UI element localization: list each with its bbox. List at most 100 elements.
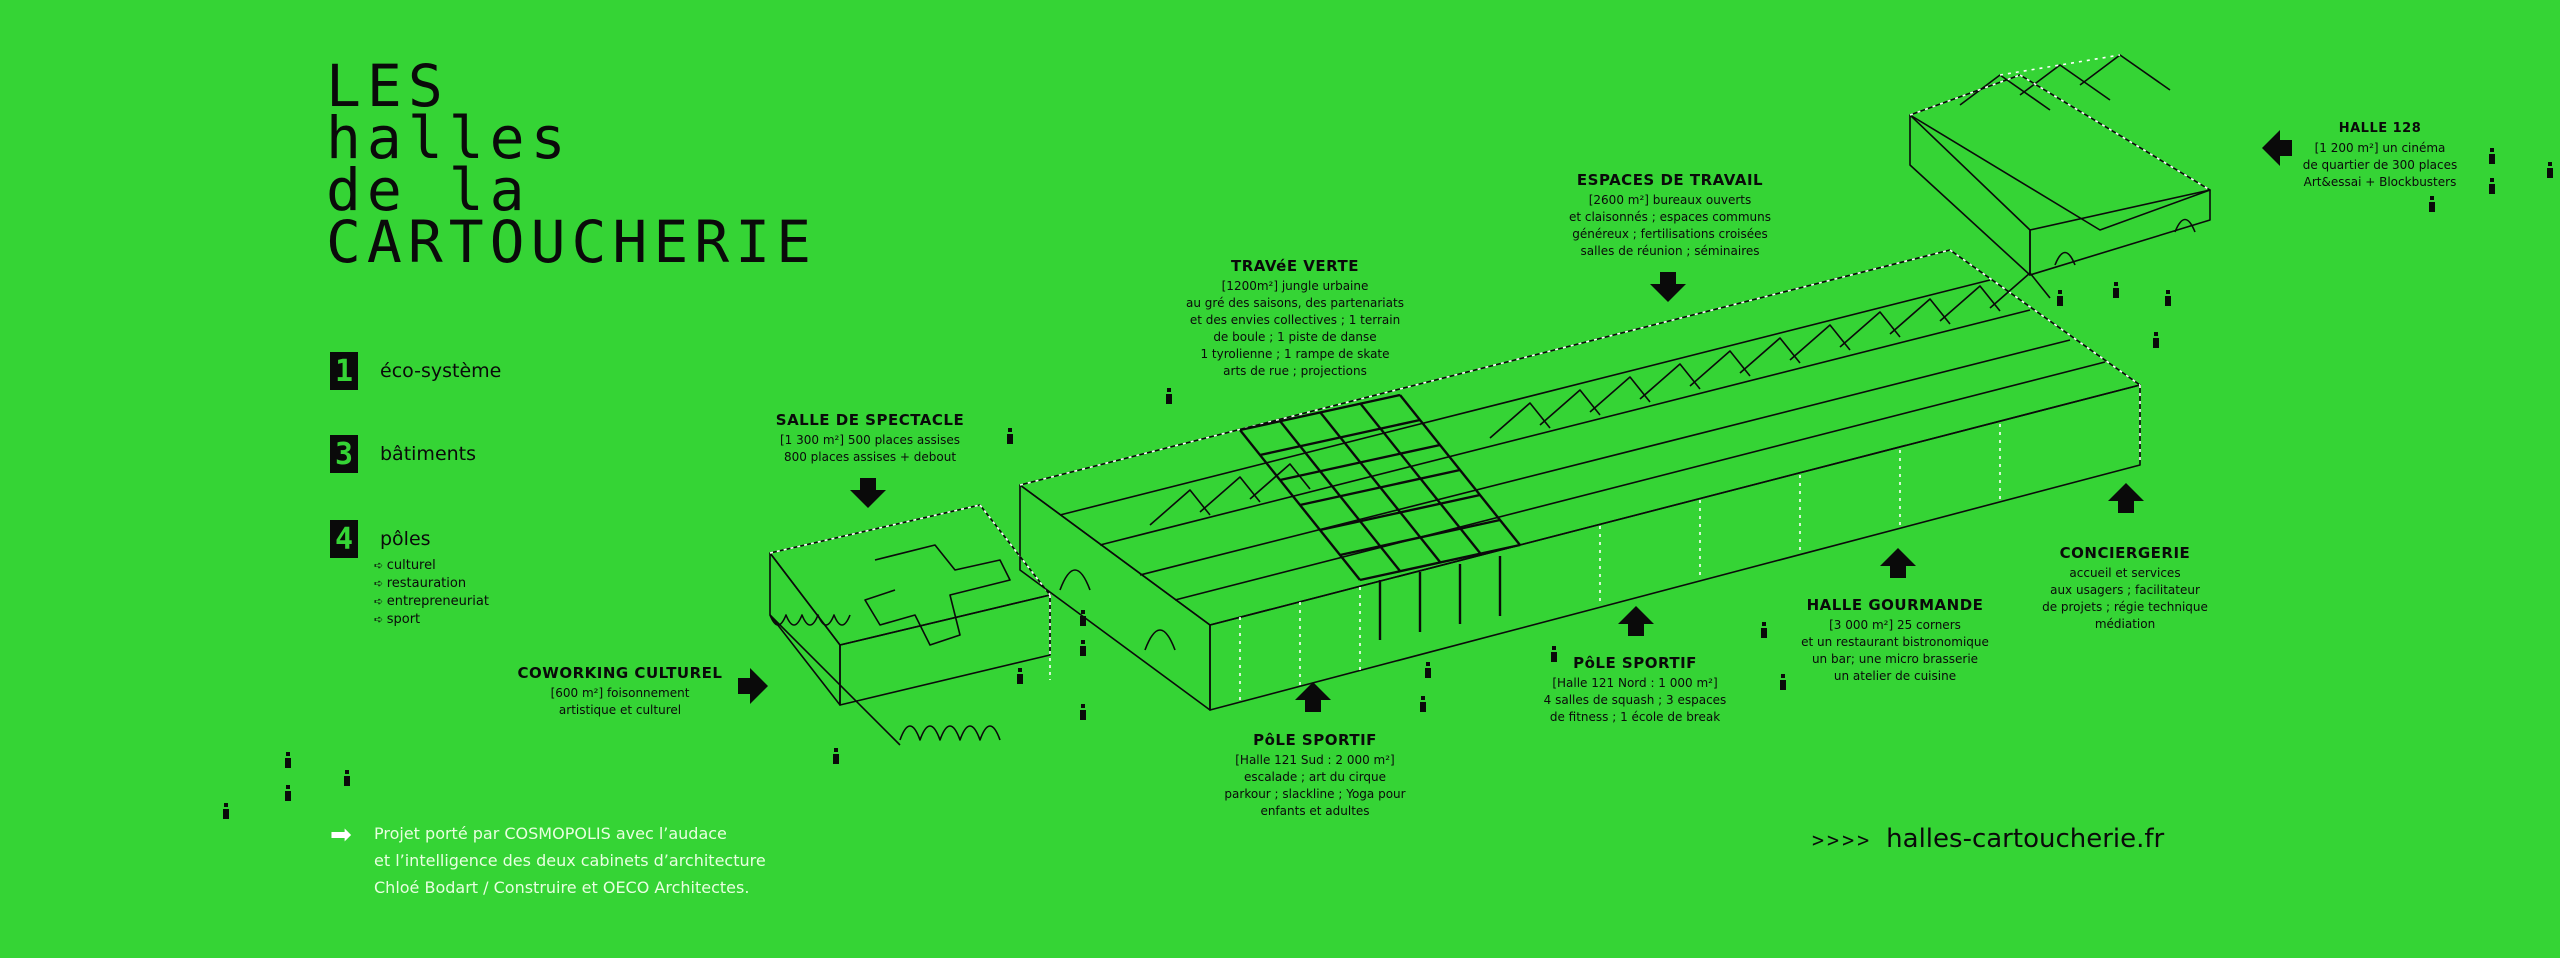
person-icon [2489,178,2495,194]
credits-line: Projet porté par COSMOPOLIS avec l’audac… [374,824,727,843]
label-text: escalade ; art du cirque [1243,770,1387,784]
stat-ecosysteme: 1 éco-système [330,352,501,390]
stat-batiments: 3 bâtiments [330,435,476,473]
person-icon [833,748,839,764]
label-text: Art&essai + Blockbusters [2303,175,2457,189]
arrow-right-icon: ➡ [330,820,352,850]
label-text: [1200m²] jungle urbaine [1221,279,1369,293]
stat-number: 1 [330,352,358,390]
label-text: arts de rue ; projections [1223,364,1367,378]
building-main-hall [1019,249,2141,711]
travee-verte-structure [1239,393,1521,640]
label-heading: HALLE 128 [2338,121,2422,136]
label-text: [3 000 m²] 25 corners [1829,618,1961,632]
person-icon [1780,674,1786,690]
poles-list: culturel restauration entrepreneuriat sp… [374,557,489,629]
person-icon [1425,662,1431,678]
person-icon [2153,332,2159,348]
list-item: sport [374,611,489,629]
label-text: enfants et adultes [1260,804,1370,818]
person-icon [1551,646,1557,662]
label-text: de quartier de 300 places [2302,158,2458,172]
label-espaces-travail: ESPACES DE TRAVAIL [2600 m²] bureaux ouv… [1535,172,1805,260]
label-travee-verte: TRAVéE VERTE [1200m²] jungle urbaine au … [1160,258,1430,380]
arrow-down-icon [850,478,886,508]
person-icon [1420,696,1426,712]
credits-line: et l’intelligence des deux cabinets d’ar… [374,851,766,870]
credits-line: Chloé Bodart / Construire et OECO Archit… [374,878,750,897]
person-icon [2547,162,2553,178]
person-icon [1080,610,1086,626]
person-icon [2165,290,2171,306]
person-icon [285,785,291,801]
person-icon [1007,428,1013,444]
stat-label: éco-système [380,360,502,382]
website-url[interactable]: halles-cartoucherie.fr [1886,824,2165,854]
label-heading: SALLE DE SPECTACLE [775,411,965,429]
website-link[interactable]: >>>> halles-cartoucherie.fr [1812,824,2164,854]
label-text: et un restaurant bistronomique [1801,635,1989,649]
arrow-right-icon [738,668,768,704]
label-salle-spectacle: SALLE DE SPECTACLE [1 300 m²] 500 places… [745,412,995,466]
person-icon [2057,290,2063,306]
label-text: généreux ; fertilisations croisées [1572,227,1768,241]
label-text: [1 300 m²] 500 places assises [780,433,960,447]
person-icon [1080,640,1086,656]
building-halle-128 [1909,54,2211,276]
label-text: de fitness ; 1 école de break [1549,710,1721,724]
arrow-down-icon [1650,272,1686,302]
label-text: [600 m²] foisonnement [550,686,690,700]
person-icon [2113,282,2119,298]
title-line: de la [326,156,531,224]
arrow-up-icon [1618,606,1654,636]
label-text: [2600 m²] bureaux ouverts [1588,193,1752,207]
label-text: médiation [2094,617,2156,631]
arrow-up-icon [1880,548,1916,578]
label-text: de projets ; régie technique [2042,600,2208,614]
title-line: LES [326,52,449,120]
label-text: 1 tyrolienne ; 1 rampe de skate [1200,347,1390,361]
label-text: et des envies collectives ; 1 terrain [1189,313,1401,327]
label-text: [1 200 m²] un cinéma [2314,141,2446,155]
arrow-up-icon [1295,682,1331,712]
label-pole-sportif-nord: PôLE SPORTIF [Halle 121 Nord : 1 000 m²]… [1500,655,1770,726]
label-halle-128: HALLE 128 [1 200 m²] un cinéma de quarti… [2270,120,2490,191]
label-text: et claisonnés ; espaces communs [1568,210,1772,224]
title-line: CARTOUCHERIE [326,208,818,276]
list-item: restauration [374,575,489,593]
label-text: [Halle 121 Sud : 2 000 m²] [1235,753,1395,767]
label-conciergerie: CONCIERGERIE accueil et services aux usa… [2010,545,2240,633]
label-text: [Halle 121 Nord : 1 000 m²] [1552,676,1718,690]
label-text: un bar; une micro brasserie [1811,652,1979,666]
list-item: culturel [374,557,489,575]
page-title: LES halles de la CARTOUCHERIE [326,52,886,280]
label-heading: ESPACES DE TRAVAIL [1576,171,1764,189]
label-heading: HALLE GOURMANDE [1806,596,1984,614]
person-icon [223,803,229,819]
person-icon [1761,622,1767,638]
person-icon [1017,668,1023,684]
label-heading: TRAVéE VERTE [1230,257,1359,275]
label-heading: PôLE SPORTIF [1573,654,1697,672]
stat-number: 3 [330,435,358,473]
label-heading: COWORKING CULTUREL [517,664,723,682]
person-icon [2489,148,2495,164]
label-heading: CONCIERGERIE [2059,544,2191,562]
arrow-left-icon [2262,130,2292,166]
label-text: salles de réunion ; séminaires [1580,244,1760,258]
building-spectacle [769,504,1051,746]
label-text: de boule ; 1 piste de danse [1213,330,1377,344]
title-line: halles [326,104,572,172]
label-coworking: COWORKING CULTUREL [600 m²] foisonnement… [510,665,730,719]
stat-label: bâtiments [380,443,477,465]
chevrons: >>>> [1812,828,1873,852]
credits: Projet porté par COSMOPOLIS avec l’audac… [374,820,766,901]
person-icon [1166,388,1172,404]
label-text: aux usagers ; facilitateur [2050,583,2200,597]
stat-number: 4 [330,520,358,558]
label-text: 800 places assises + debout [783,450,957,464]
label-text: accueil et services [2069,566,2181,580]
person-icon [344,770,350,786]
stat-label: pôles [380,528,431,550]
